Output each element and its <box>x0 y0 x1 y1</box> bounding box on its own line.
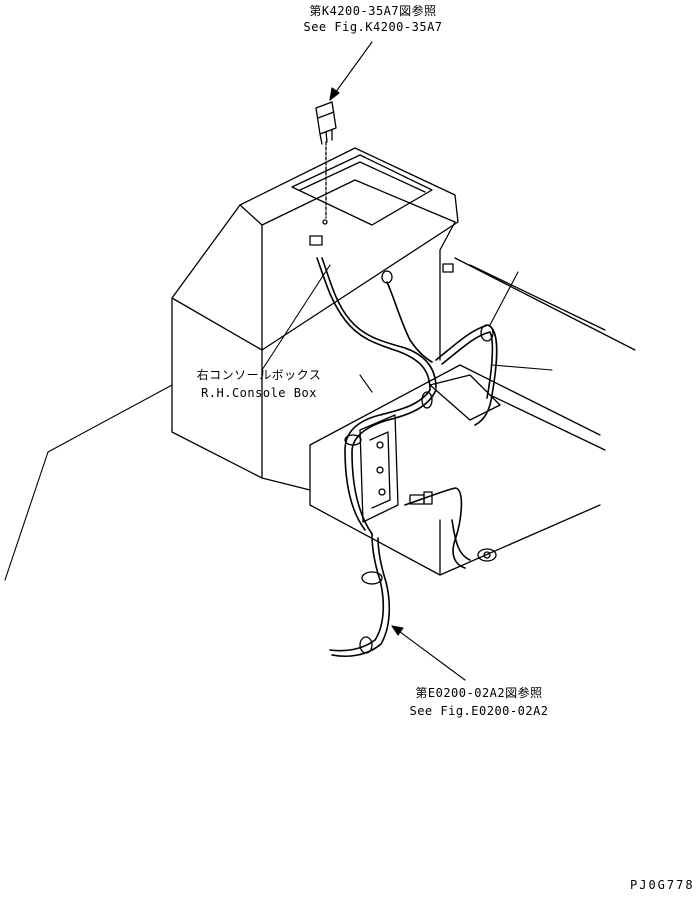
top-reference-jp: 第K4200-35A7図参照 <box>309 4 437 18</box>
top-reference-en: See Fig.K4200-35A7 <box>303 20 443 34</box>
console-label-jp: 右コンソールボックス <box>196 368 322 382</box>
harness-components <box>309 235 497 654</box>
bottom-reference-jp: 第E0200-02A2図参照 <box>415 686 543 700</box>
drawing-code: PJ0G778 <box>630 878 695 892</box>
bottom-reference-en: See Fig.E0200-02A2 <box>409 704 549 718</box>
wire-harness <box>316 257 498 658</box>
console-top-recess <box>291 154 433 226</box>
leader-lines <box>4 41 553 681</box>
console-label-en: R.H.Console Box <box>201 386 317 400</box>
switch-part <box>315 101 337 225</box>
side-panel <box>309 257 636 576</box>
mounting-bracket <box>359 414 399 523</box>
console-box-body <box>171 147 459 491</box>
